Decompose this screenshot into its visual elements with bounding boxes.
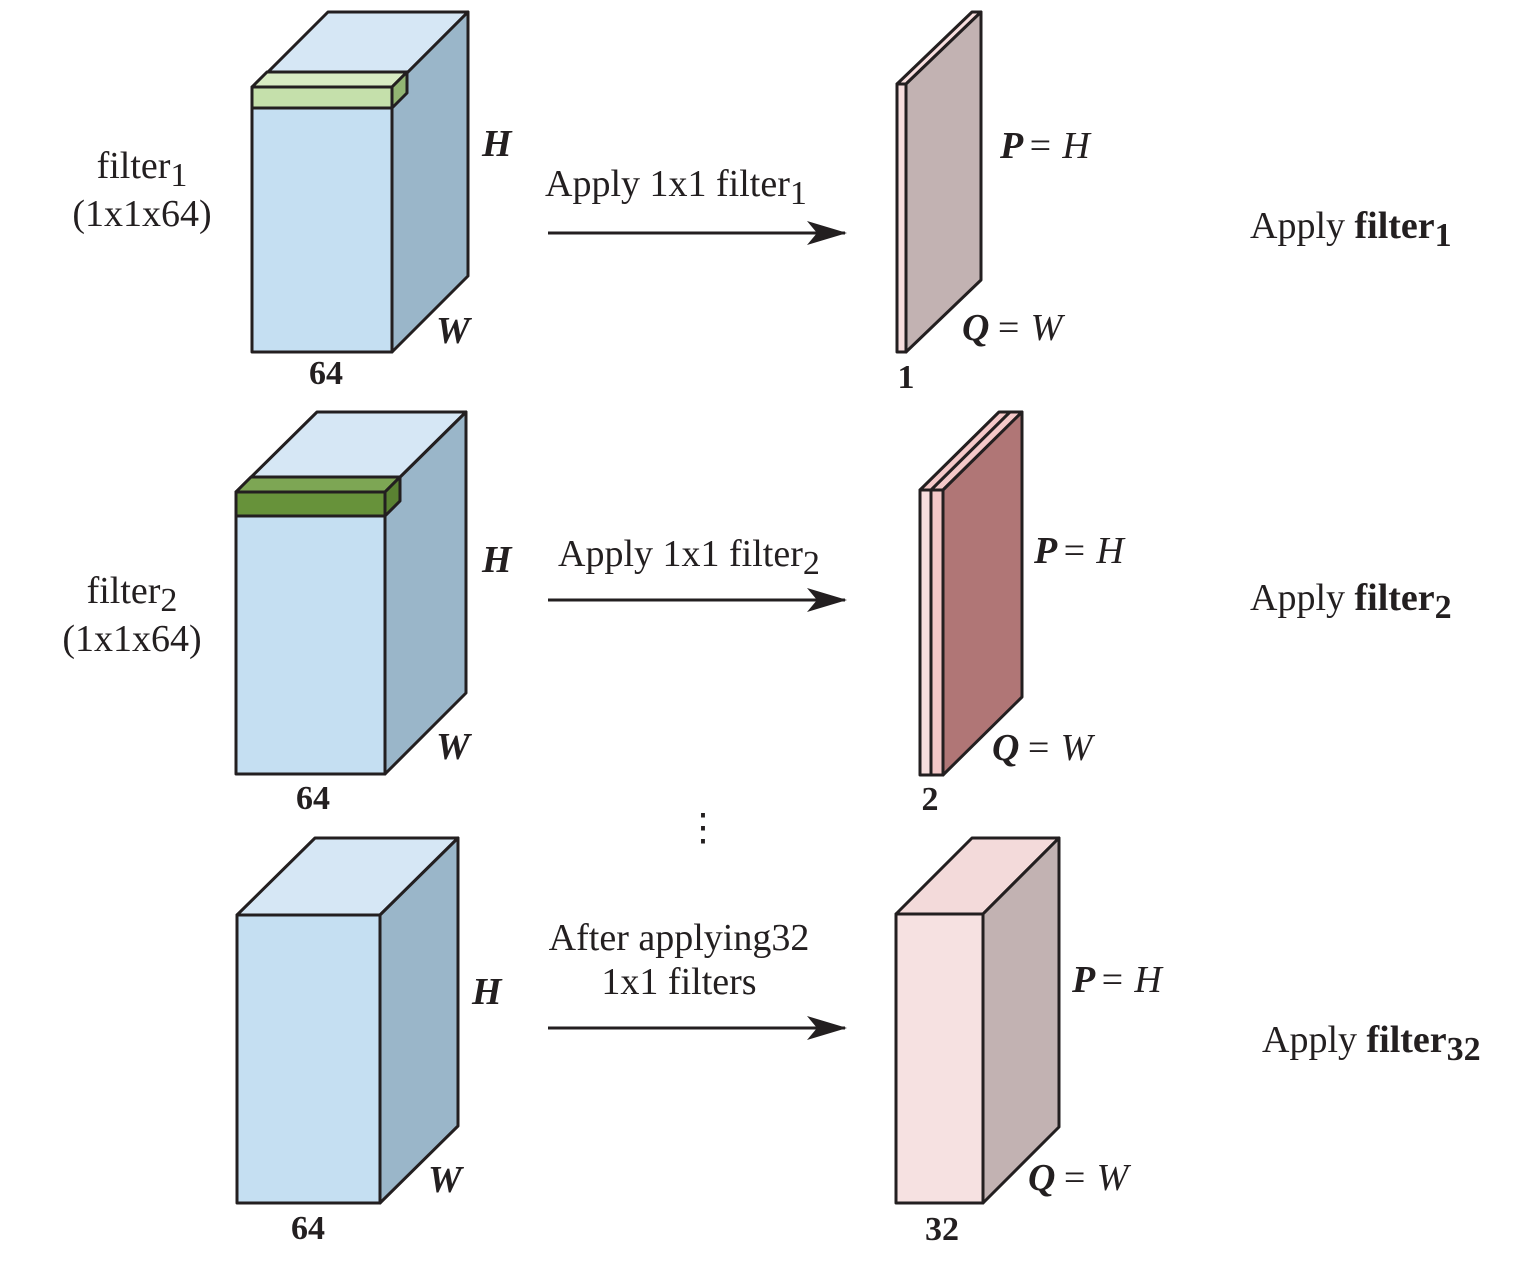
output-volume-1 bbox=[895, 10, 983, 354]
input-volume-1 bbox=[250, 10, 470, 354]
apply-filter-32-label: Apply filter32 bbox=[1262, 1019, 1481, 1068]
row-3: H W 64 After applying32 1x1 filters P= H… bbox=[235, 836, 1481, 1248]
output-volume-2 bbox=[918, 410, 1024, 777]
input-2-height-label: H bbox=[481, 539, 513, 581]
input-volume-3 bbox=[235, 836, 460, 1205]
input-2-depth-label: 64 bbox=[296, 780, 330, 817]
filter-1-label: filter1 bbox=[97, 145, 188, 194]
input-2-width-label: W bbox=[436, 726, 473, 768]
output-volume-2-slice-edge bbox=[929, 410, 1012, 492]
filter-2-slab bbox=[234, 475, 402, 518]
output-1-depth-label: 1 bbox=[898, 359, 915, 396]
row-1: filter1 (1x1x64) H W 64 Apply 1x1 filter… bbox=[72, 10, 1452, 396]
output-2-height-label: P= H bbox=[1033, 530, 1126, 572]
arrow-3-label-line1: After applying32 bbox=[549, 917, 810, 959]
output-3-depth-label: 32 bbox=[925, 1211, 959, 1248]
vertical-ellipsis: ⋮ bbox=[684, 807, 722, 849]
input-volume-1-front bbox=[250, 86, 394, 354]
input-volume-2-front bbox=[234, 490, 387, 776]
input-3-height-label: H bbox=[471, 971, 503, 1013]
apply-filter-2-label: Apply filter2 bbox=[1250, 577, 1452, 626]
output-3-height-label: P= H bbox=[1071, 959, 1164, 1001]
input-1-depth-label: 64 bbox=[309, 355, 343, 392]
arrow-1-label: Apply 1x1 filter1 bbox=[545, 163, 807, 212]
input-3-width-label: W bbox=[428, 1159, 465, 1201]
input-1-width-label: W bbox=[436, 310, 473, 352]
output-2-width-label: Q= W bbox=[992, 727, 1096, 769]
filter-1-slab-front bbox=[250, 85, 394, 110]
filter-1-slab bbox=[250, 70, 409, 110]
filter-2-slab-front bbox=[234, 490, 387, 518]
filter-2-label: filter2 bbox=[87, 570, 178, 619]
input-volume-3-front bbox=[235, 913, 382, 1205]
output-1-height-label: P= H bbox=[999, 125, 1092, 167]
row-2: filter2 (1x1x64) H W 64 Apply 1x1 filter… bbox=[62, 410, 1452, 818]
arrow-2-label: Apply 1x1 filter2 bbox=[558, 533, 820, 582]
output-3-width-label: Q= W bbox=[1028, 1157, 1132, 1199]
output-volume-1-front bbox=[895, 82, 908, 354]
filter-2-slab-top bbox=[234, 475, 402, 494]
output-1-width-label: Q= W bbox=[962, 307, 1066, 349]
output-volume-2-front bbox=[918, 488, 933, 777]
input-1-height-label: H bbox=[481, 123, 513, 165]
output-volume-2-front-back bbox=[929, 488, 945, 777]
output-volume-3 bbox=[894, 836, 1061, 1205]
filter-1-dims: (1x1x64) bbox=[72, 193, 211, 235]
output-volume-3-front bbox=[894, 912, 985, 1205]
output-2-depth-label: 2 bbox=[922, 781, 939, 818]
input-3-depth-label: 64 bbox=[291, 1210, 325, 1247]
filter-1-slab-top bbox=[250, 70, 409, 89]
input-volume-2 bbox=[234, 410, 468, 776]
filter-2-dims: (1x1x64) bbox=[62, 618, 201, 660]
arrow-3-label-line2: 1x1 filters bbox=[601, 961, 756, 1003]
apply-filter-1-label: Apply filter1 bbox=[1250, 205, 1452, 254]
